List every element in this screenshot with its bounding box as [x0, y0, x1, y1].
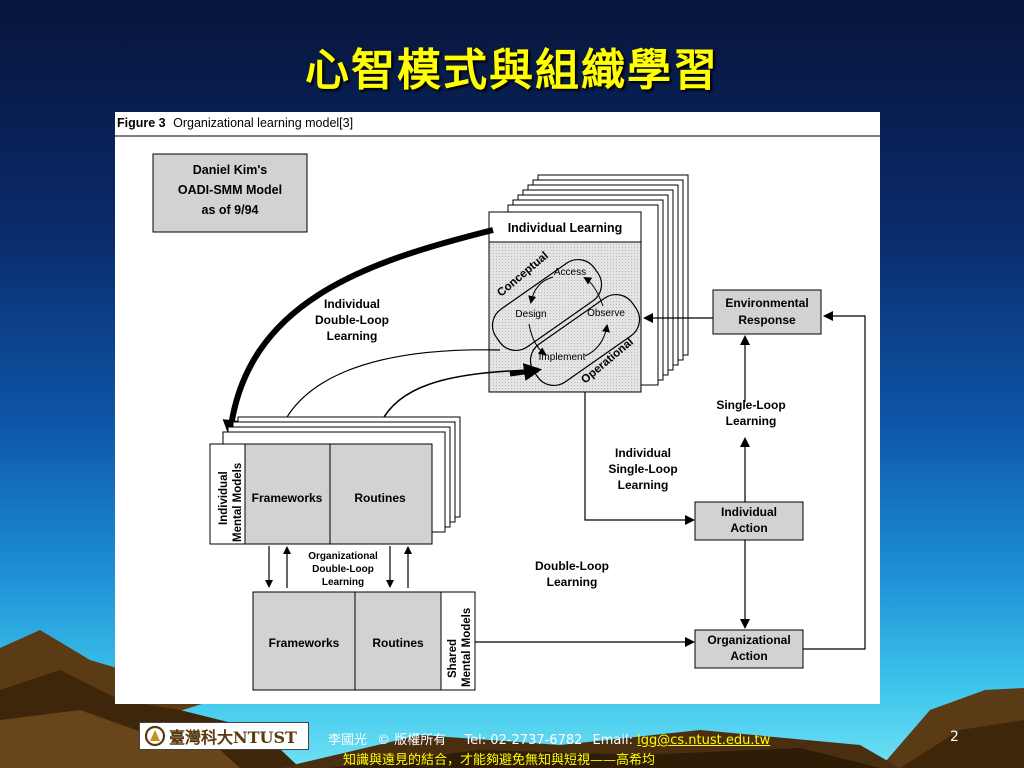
svg-text:Daniel Kim's: Daniel Kim's: [193, 163, 268, 177]
individual-mental-models-label: Individual: [218, 471, 230, 525]
logo-emblem-icon: [144, 725, 166, 747]
svg-text:Learning: Learning: [327, 329, 378, 343]
svg-text:Action: Action: [730, 649, 767, 663]
shared-mental-models-label: Shared: [447, 639, 459, 678]
individual-double-loop-label: Individual: [324, 297, 380, 311]
svg-text:Learning: Learning: [618, 478, 669, 492]
kim-model-box: Daniel Kim's OADI-SMM Model as of 9/94: [152, 153, 308, 233]
svg-text:Single-Loop: Single-Loop: [608, 462, 677, 476]
design-label: Design: [515, 309, 546, 320]
shared-frameworks-label: Frameworks: [269, 636, 340, 650]
double-loop-arrow: [222, 227, 494, 438]
individual-mental-models-stack: Individual Mental Models Frameworks Rout…: [209, 416, 461, 545]
figure-caption: Figure 3 Organizational learning model[3…: [117, 116, 353, 130]
page-number: 2: [950, 729, 959, 745]
individual-learning-label: Individual Learning: [508, 221, 623, 235]
svg-text:as of 9/94: as of 9/94: [202, 203, 259, 217]
organizational-action-box: Organizational Action: [694, 629, 804, 669]
svg-text:Mental Models: Mental Models: [461, 608, 473, 687]
environmental-response-box: Environmental Response: [712, 289, 822, 335]
ntust-logo: 臺灣科大NTUST: [139, 722, 309, 750]
org-double-loop-label: Organizational: [308, 551, 378, 562]
single-loop-label: Single-Loop: [716, 398, 785, 412]
footer-quote: 知識與遠見的結合，才能夠避免無知與短視——高希均: [343, 753, 656, 768]
shared-routines-label: Routines: [372, 636, 424, 650]
copyright-text: © 版權所有: [377, 733, 447, 748]
svg-text:Learning: Learning: [726, 414, 777, 428]
email-link[interactable]: lgg@cs.ntust.edu.tw: [637, 733, 771, 748]
svg-text:OADI-SMM Model: OADI-SMM Model: [178, 183, 282, 197]
oadi-smm-diagram: Figure 3 Organizational learning model[3…: [115, 116, 880, 691]
svg-text:Mental Models: Mental Models: [232, 463, 244, 542]
svg-text:Double-Loop: Double-Loop: [315, 313, 389, 327]
individual-frameworks-label: Frameworks: [252, 491, 323, 505]
slide-title: 心智模式與組織學習: [305, 45, 719, 96]
telephone-text: Tel: 02-2737-6782: [464, 733, 583, 748]
observe-label: Observe: [587, 308, 625, 319]
implement-label: Implement: [539, 352, 586, 363]
svg-text:Organizational: Organizational: [707, 633, 790, 647]
shared-mental-models-box: Frameworks Routines Shared Mental Models: [252, 591, 476, 691]
individual-single-loop-label: Individual: [615, 446, 671, 460]
svg-text:Individual: Individual: [721, 505, 777, 519]
individual-action-box: Individual Action: [694, 501, 804, 541]
svg-text:Response: Response: [738, 313, 796, 327]
svg-text:Double-Loop: Double-Loop: [312, 564, 374, 575]
svg-text:Environmental: Environmental: [725, 296, 808, 310]
email-label: Email:: [592, 733, 633, 748]
individual-routines-label: Routines: [354, 491, 406, 505]
individual-learning-stack: Individual Learning Conceptual Operation…: [488, 174, 689, 393]
access-label: Access: [554, 267, 586, 278]
double-loop-label: Double-Loop: [535, 559, 609, 573]
svg-text:Learning: Learning: [322, 577, 364, 588]
svg-text:Learning: Learning: [547, 575, 598, 589]
organizational-learning-figure: Figure 3 Organizational learning model[3…: [115, 112, 880, 704]
footer-credit: 李國光 © 版權所有 Tel: 02-2737-6782 Email: lgg@…: [328, 729, 770, 748]
svg-text:Action: Action: [730, 521, 767, 535]
author-name: 李國光: [328, 733, 368, 748]
